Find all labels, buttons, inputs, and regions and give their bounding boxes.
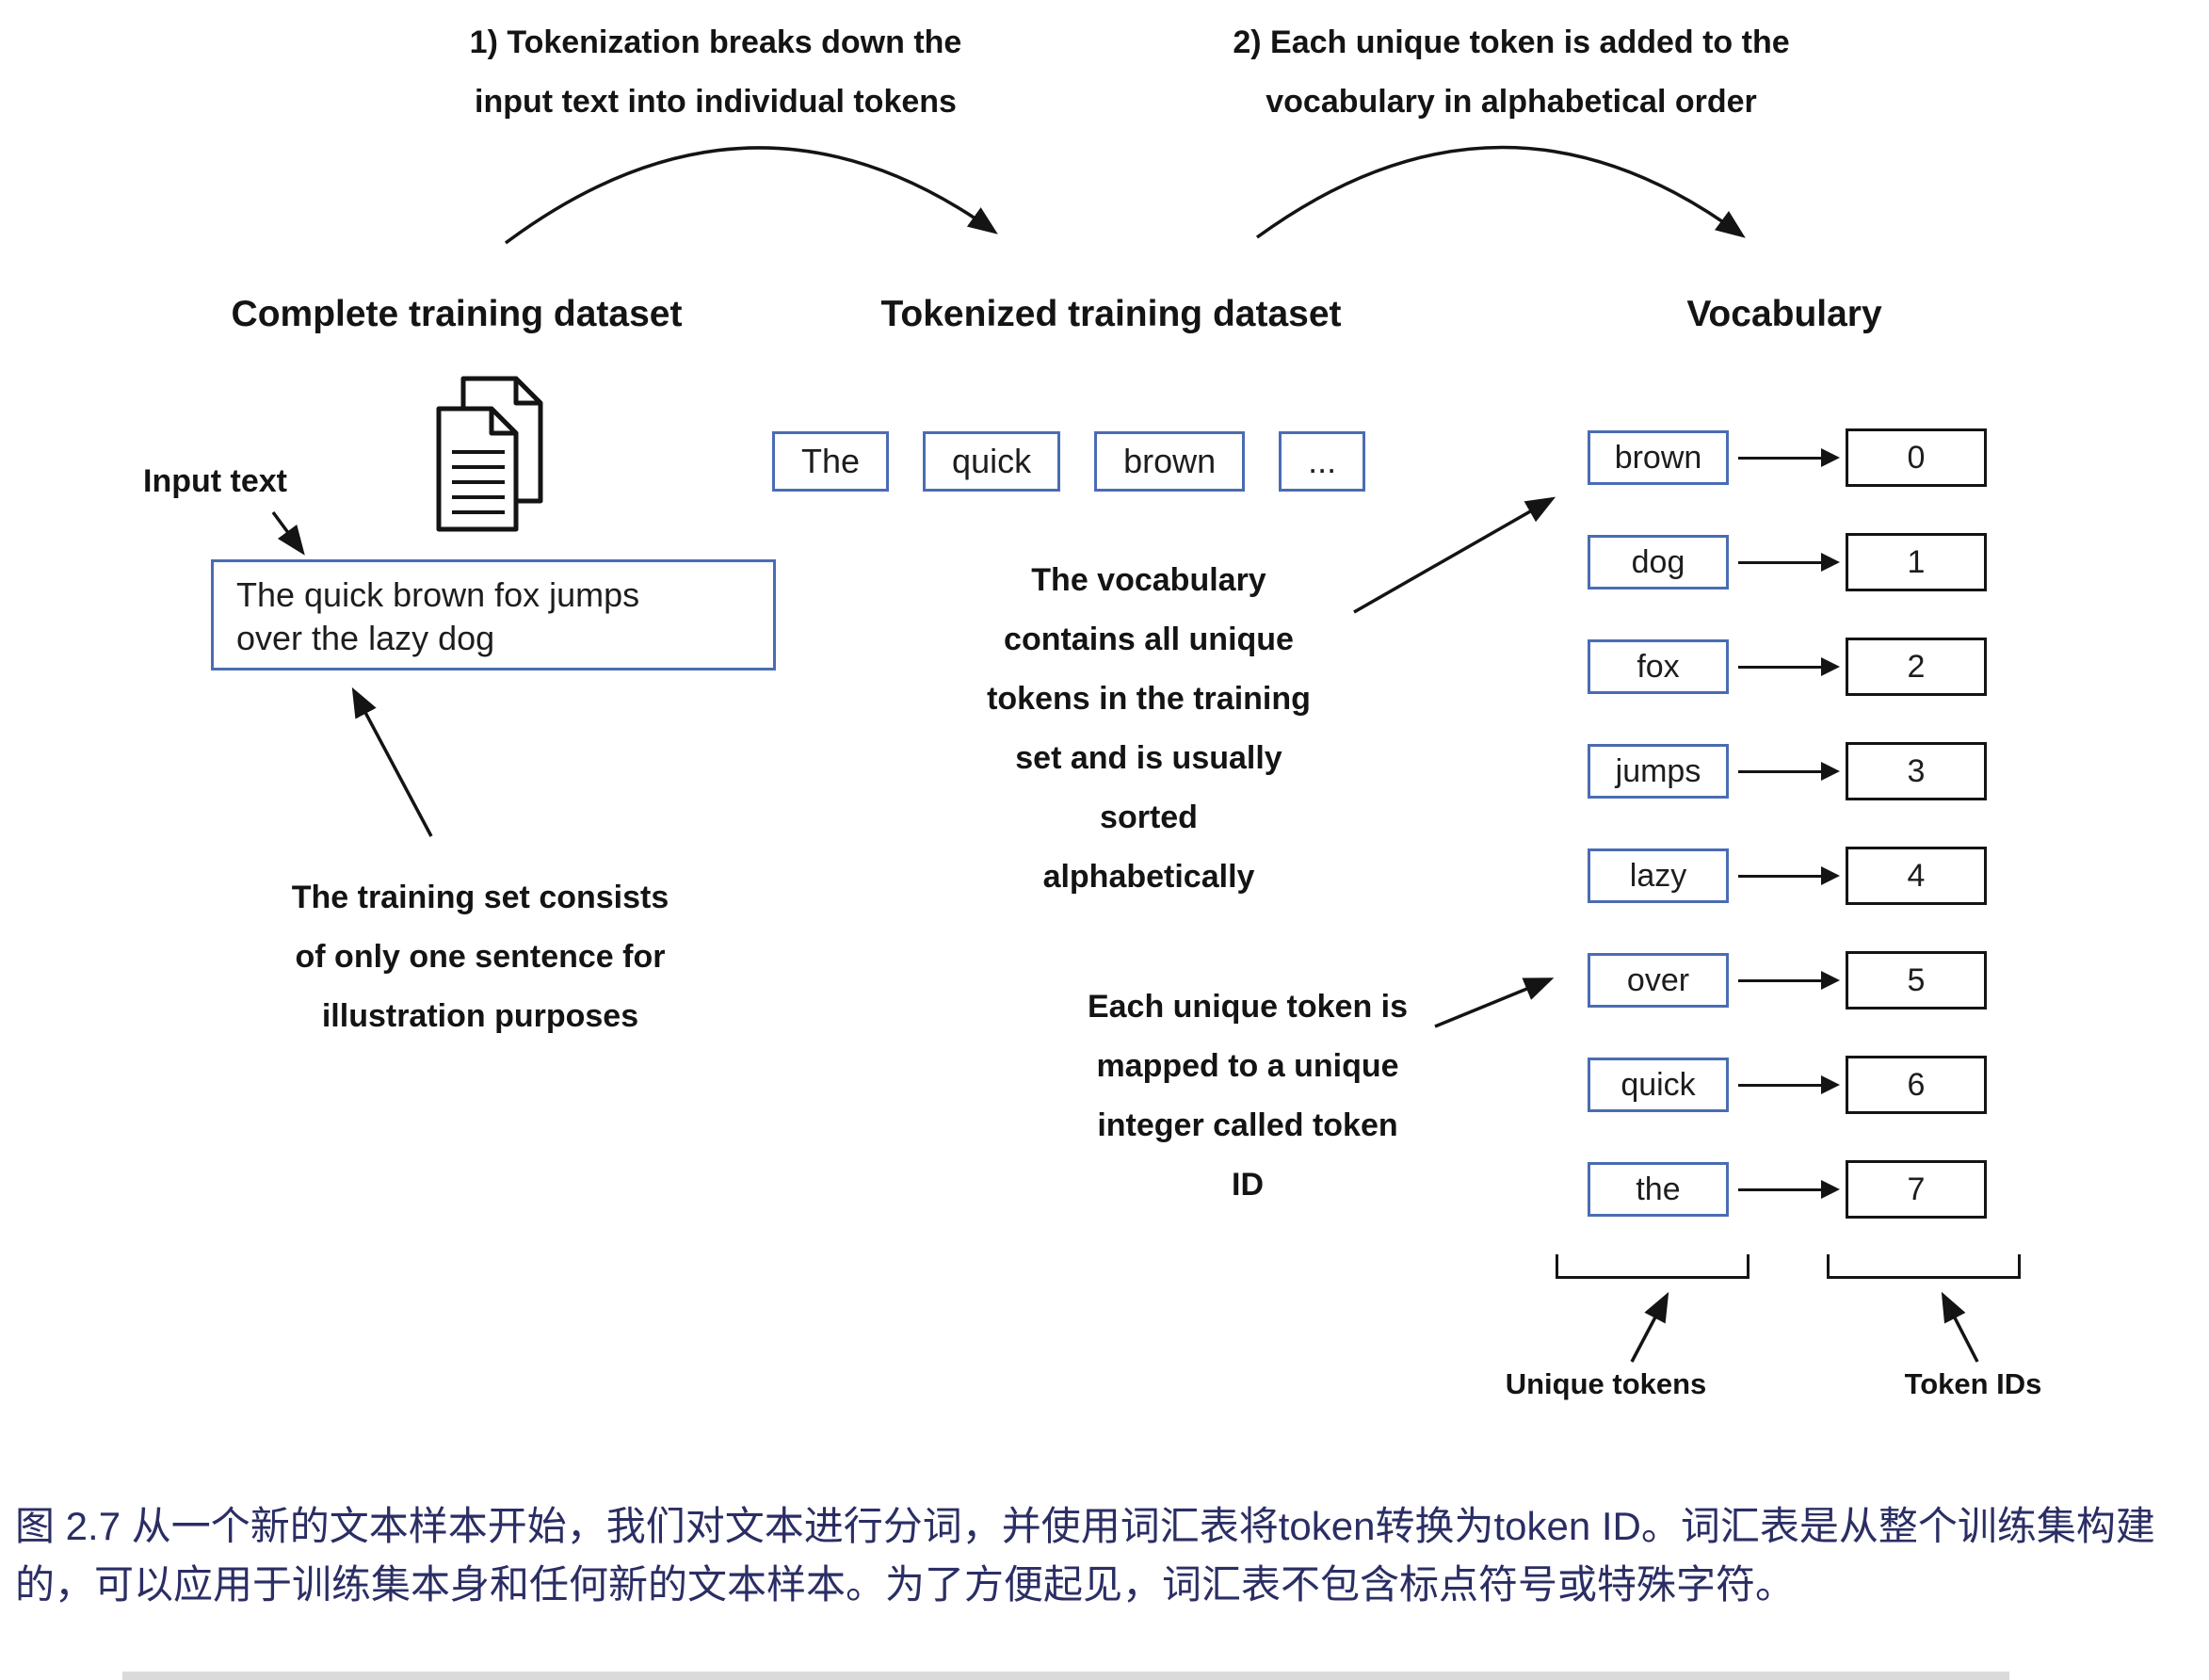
vocabulary-note-line6: alphabetically <box>1042 859 1255 895</box>
token-id-mapping-note-line2: mapped to a unique <box>1096 1048 1399 1084</box>
token-id-mapping-note-line1: Each unique token is <box>1087 989 1409 1025</box>
token-id-mapping-note-line4: ID <box>1232 1167 1264 1203</box>
annotation-step1-line2: input text into individual tokens <box>475 84 957 120</box>
vocab-id-box: 0 <box>1846 428 1987 487</box>
training-set-note: The training set consists of only one se… <box>264 868 697 1046</box>
header-tokenized-training-dataset: Tokenized training dataset <box>880 294 1342 334</box>
vocab-token-box: over <box>1588 953 1729 1008</box>
vocab-token-box: fox <box>1588 639 1729 694</box>
vocab-id-box: 7 <box>1846 1160 1987 1219</box>
vocabulary-note-line1: The vocabulary <box>1031 562 1266 598</box>
token-box-the: The <box>772 431 890 492</box>
map-arrow-icon <box>1733 428 1842 487</box>
map-arrow-icon <box>1733 742 1842 800</box>
vocab-row-the: the 7 <box>1588 1160 1987 1219</box>
map-arrow-icon <box>1733 638 1842 696</box>
vocab-row-fox: fox 2 <box>1588 638 1987 696</box>
figure-caption: 图 2.7 从一个新的文本样本开始，我们对文本进行分词，并使用词汇表将token… <box>15 1504 2155 1607</box>
document-icon <box>436 376 543 532</box>
unique-tokens-label: Unique tokens <box>1505 1367 1707 1400</box>
map-arrow-icon <box>1733 951 1842 1010</box>
map-arrow-icon <box>1733 533 1842 591</box>
vocab-id-box: 3 <box>1846 742 1987 800</box>
vocabulary-note: The vocabulary contains all unique token… <box>932 551 1365 907</box>
training-set-note-line1: The training set consists <box>291 880 669 915</box>
map-arrow-icon <box>1733 847 1842 905</box>
unique-tokens-arrow <box>1630 1291 1669 1363</box>
token-ids-bracket <box>1827 1254 2021 1279</box>
input-text-box: The quick brown fox jumps over the lazy … <box>211 559 776 670</box>
vocab-row-dog: dog 1 <box>1588 533 1987 591</box>
input-text-arrow <box>271 510 305 556</box>
token-box-brown: brown <box>1094 431 1246 492</box>
vocab-token-box: the <box>1588 1162 1729 1217</box>
vocab-token-box: lazy <box>1588 848 1729 903</box>
vocab-row-brown: brown 0 <box>1588 428 1987 487</box>
vocab-id-box: 2 <box>1846 638 1987 696</box>
vocabulary-note-line3: tokens in the training <box>987 681 1311 717</box>
vocabulary-note-line2: contains all unique <box>1004 622 1294 657</box>
unique-tokens-bracket <box>1556 1254 1749 1279</box>
token-ids-arrow <box>1941 1291 1979 1363</box>
token-box-quick: quick <box>923 431 1061 492</box>
vocab-id-box: 4 <box>1846 847 1987 905</box>
map-arrow-icon <box>1733 1160 1842 1219</box>
annotation-step1: 1) Tokenization breaks down the input te… <box>405 13 1026 132</box>
bottom-ui-strip <box>122 1672 2009 1680</box>
annotation-step2-line2: vocabulary in alphabetical order <box>1266 84 1757 120</box>
vocab-token-box: jumps <box>1588 744 1729 799</box>
training-note-arrow <box>351 687 433 837</box>
curved-arrow-step2 <box>1255 145 1746 239</box>
vocab-row-over: over 5 <box>1588 951 1987 1010</box>
vocab-row-jumps: jumps 3 <box>1588 742 1987 800</box>
vocab-token-box: quick <box>1588 1058 1729 1112</box>
header-complete-training-dataset: Complete training dataset <box>231 294 683 334</box>
token-id-mapping-note: Each unique token is mapped to a unique … <box>1040 977 1455 1215</box>
vocab-row-quick: quick 6 <box>1588 1056 1987 1114</box>
vocab-id-box: 1 <box>1846 533 1987 591</box>
token-ids-label: Token IDs <box>1904 1367 2042 1400</box>
input-text-label: Input text <box>143 463 287 499</box>
vocabulary-note-line5: sorted <box>1100 800 1198 835</box>
tokenized-row: The quick brown ... <box>772 431 1366 492</box>
token-id-mapping-note-line3: integer called token <box>1097 1107 1398 1143</box>
training-set-note-line2: of only one sentence for <box>295 939 666 975</box>
vocab-id-box: 6 <box>1846 1056 1987 1114</box>
vocab-token-box: dog <box>1588 535 1729 590</box>
annotation-step2: 2) Each unique token is added to the voc… <box>1191 13 1831 132</box>
map-arrow-icon <box>1733 1056 1842 1114</box>
annotation-step2-line1: 2) Each unique token is added to the <box>1233 24 1790 60</box>
vocab-row-lazy: lazy 4 <box>1588 847 1987 905</box>
vocabulary-note-line4: set and is usually <box>1015 740 1282 776</box>
annotation-step1-line1: 1) Tokenization breaks down the <box>469 24 962 60</box>
header-vocabulary: Vocabulary <box>1686 294 1882 334</box>
training-set-note-line3: illustration purposes <box>321 998 639 1034</box>
token-box-ellipsis: ... <box>1279 431 1366 492</box>
vocab-id-box: 5 <box>1846 951 1987 1010</box>
curved-arrow-step1 <box>504 146 998 245</box>
vocab-note-arrow <box>1353 496 1556 614</box>
vocab-token-box: brown <box>1588 430 1729 485</box>
